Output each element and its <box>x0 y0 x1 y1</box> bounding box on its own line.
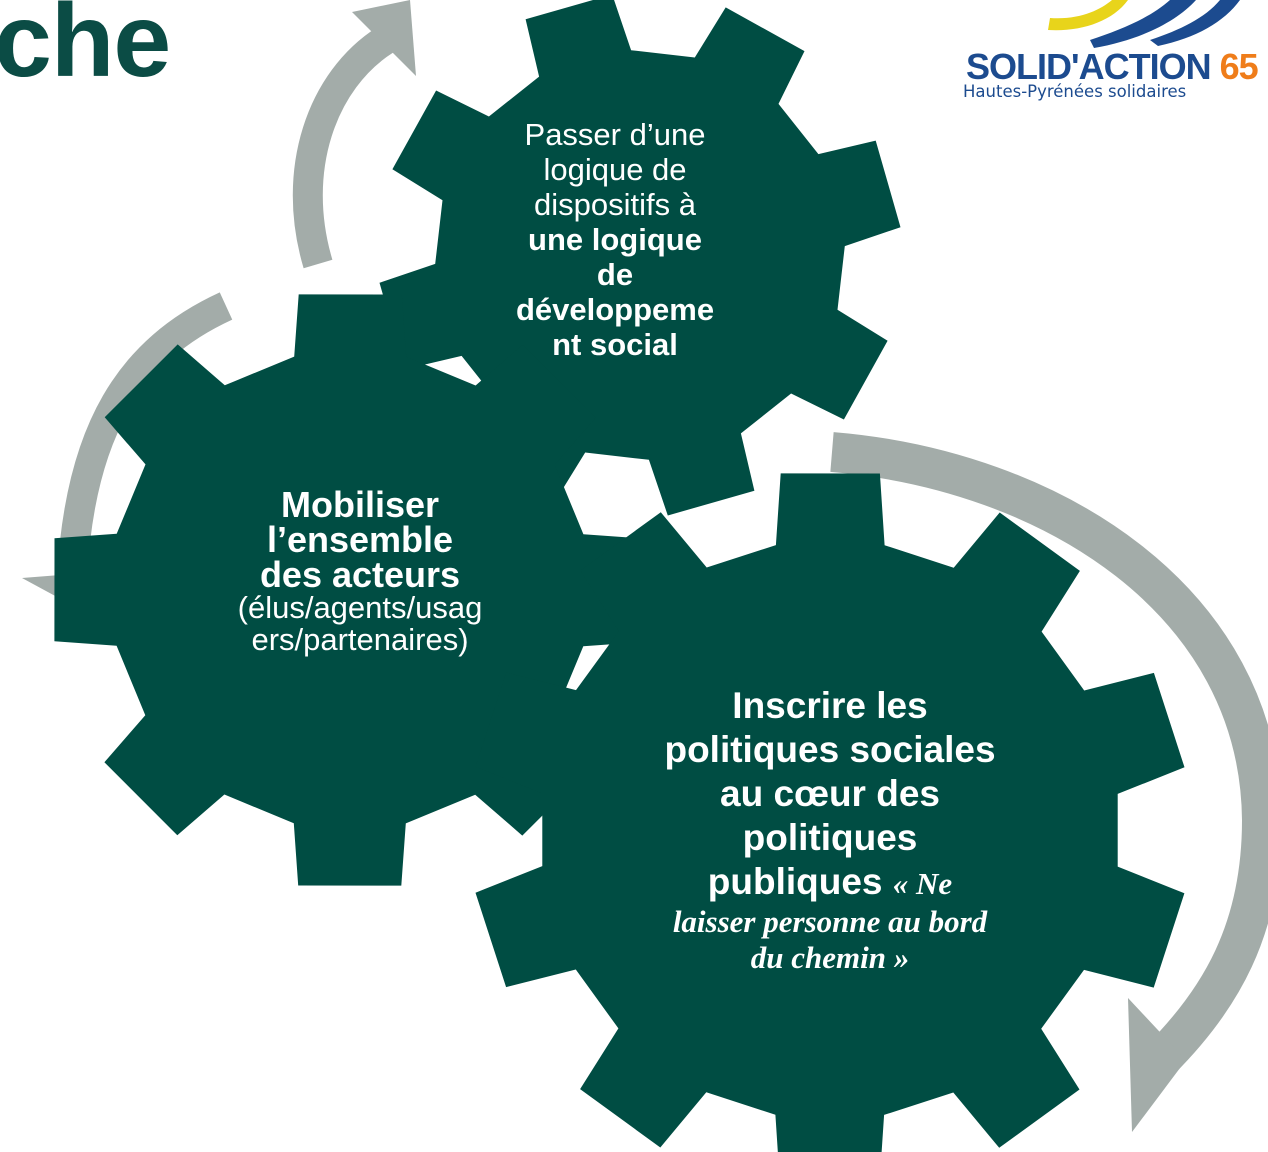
arrow-top-head <box>352 0 416 76</box>
logo-name-part1: SOLID' <box>966 46 1080 87</box>
gear-right-line: Inscrire les <box>732 685 928 726</box>
gear-right-line: publiques « Ne <box>600 860 1060 904</box>
gear-left-line: ers/partenaires) <box>251 622 469 657</box>
gear-top-text: Passer d’une logique de dispositifs à un… <box>478 117 752 362</box>
logo-tagline: Hautes-Pyrénées solidaires <box>963 82 1187 101</box>
gear-left-line: (élus/agents/usag <box>237 590 483 625</box>
logo-hands-icon <box>1048 0 1240 48</box>
gear-left-line: Mobiliser <box>280 484 440 525</box>
gear-left-text: Mobiliser l’ensemble des acteurs (élus/a… <box>180 487 540 656</box>
logo: SOLID'ACTION 65 Hautes-Pyrénées solidair… <box>930 0 1268 120</box>
logo-name-part3: 65 <box>1219 46 1259 87</box>
arrow-right-body <box>830 432 1268 1075</box>
gear-right-quote: du chemin » <box>750 940 910 975</box>
logo-name-part2: ACTION <box>1078 46 1212 87</box>
page-title: che <box>0 0 171 99</box>
gear-top-line: logique de <box>543 152 687 187</box>
gear-top-line: développeme <box>515 292 715 327</box>
gear-right-quote: « Ne <box>892 866 953 901</box>
gear-right-line: politiques sociales <box>664 729 996 770</box>
arrow-top-body <box>292 27 394 269</box>
gear-left-line: des acteurs <box>259 554 461 595</box>
gear-top-line: une logique <box>528 222 702 257</box>
gear-right-quote: laisser personne au bord <box>672 904 988 939</box>
gear-top-line: nt social <box>552 327 678 362</box>
gear-right-line: politiques <box>742 817 918 858</box>
gear-top-line: dispositifs à <box>534 187 696 222</box>
gear-right-emphasis: publiques <box>707 861 883 902</box>
arrow-right-head <box>1128 998 1186 1132</box>
gear-right-line: au cœur des <box>720 773 940 814</box>
gear-right-text: Inscrire les politiques sociales au cœur… <box>600 684 1060 976</box>
logo-name: SOLID'ACTION 65 <box>966 46 1259 88</box>
gear-right <box>475 473 1185 1152</box>
gear-left-line: l’ensemble <box>266 519 454 560</box>
gear-top-line: Passer d’une <box>524 117 706 152</box>
gear-top-line: de <box>596 257 634 292</box>
arrow-left-body <box>57 292 233 579</box>
